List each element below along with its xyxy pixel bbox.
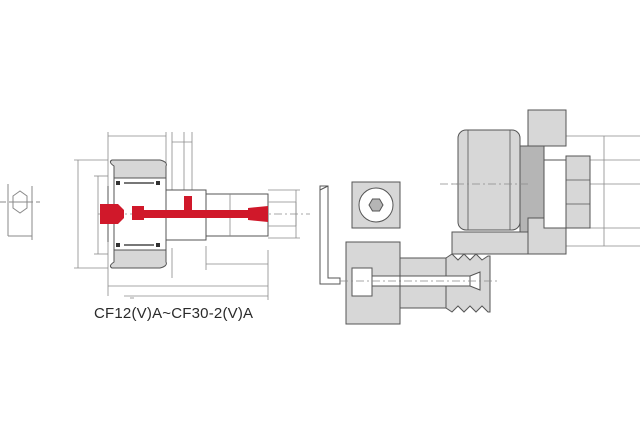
cam-follower-section	[74, 132, 310, 300]
model-range-caption: CF12(V)A~CF30-2(V)A	[94, 305, 254, 322]
l-shaped-wrench-icon	[319, 185, 341, 285]
grease-nipple-section	[340, 241, 498, 325]
dimension-lines	[74, 132, 300, 300]
outer-ring	[109, 159, 167, 269]
lubrication-path	[100, 196, 268, 224]
hexagon-icon	[0, 184, 40, 240]
needle-rollers	[116, 181, 160, 247]
mounting-assembly-view	[440, 109, 640, 255]
hex-socket-icon	[351, 181, 401, 229]
